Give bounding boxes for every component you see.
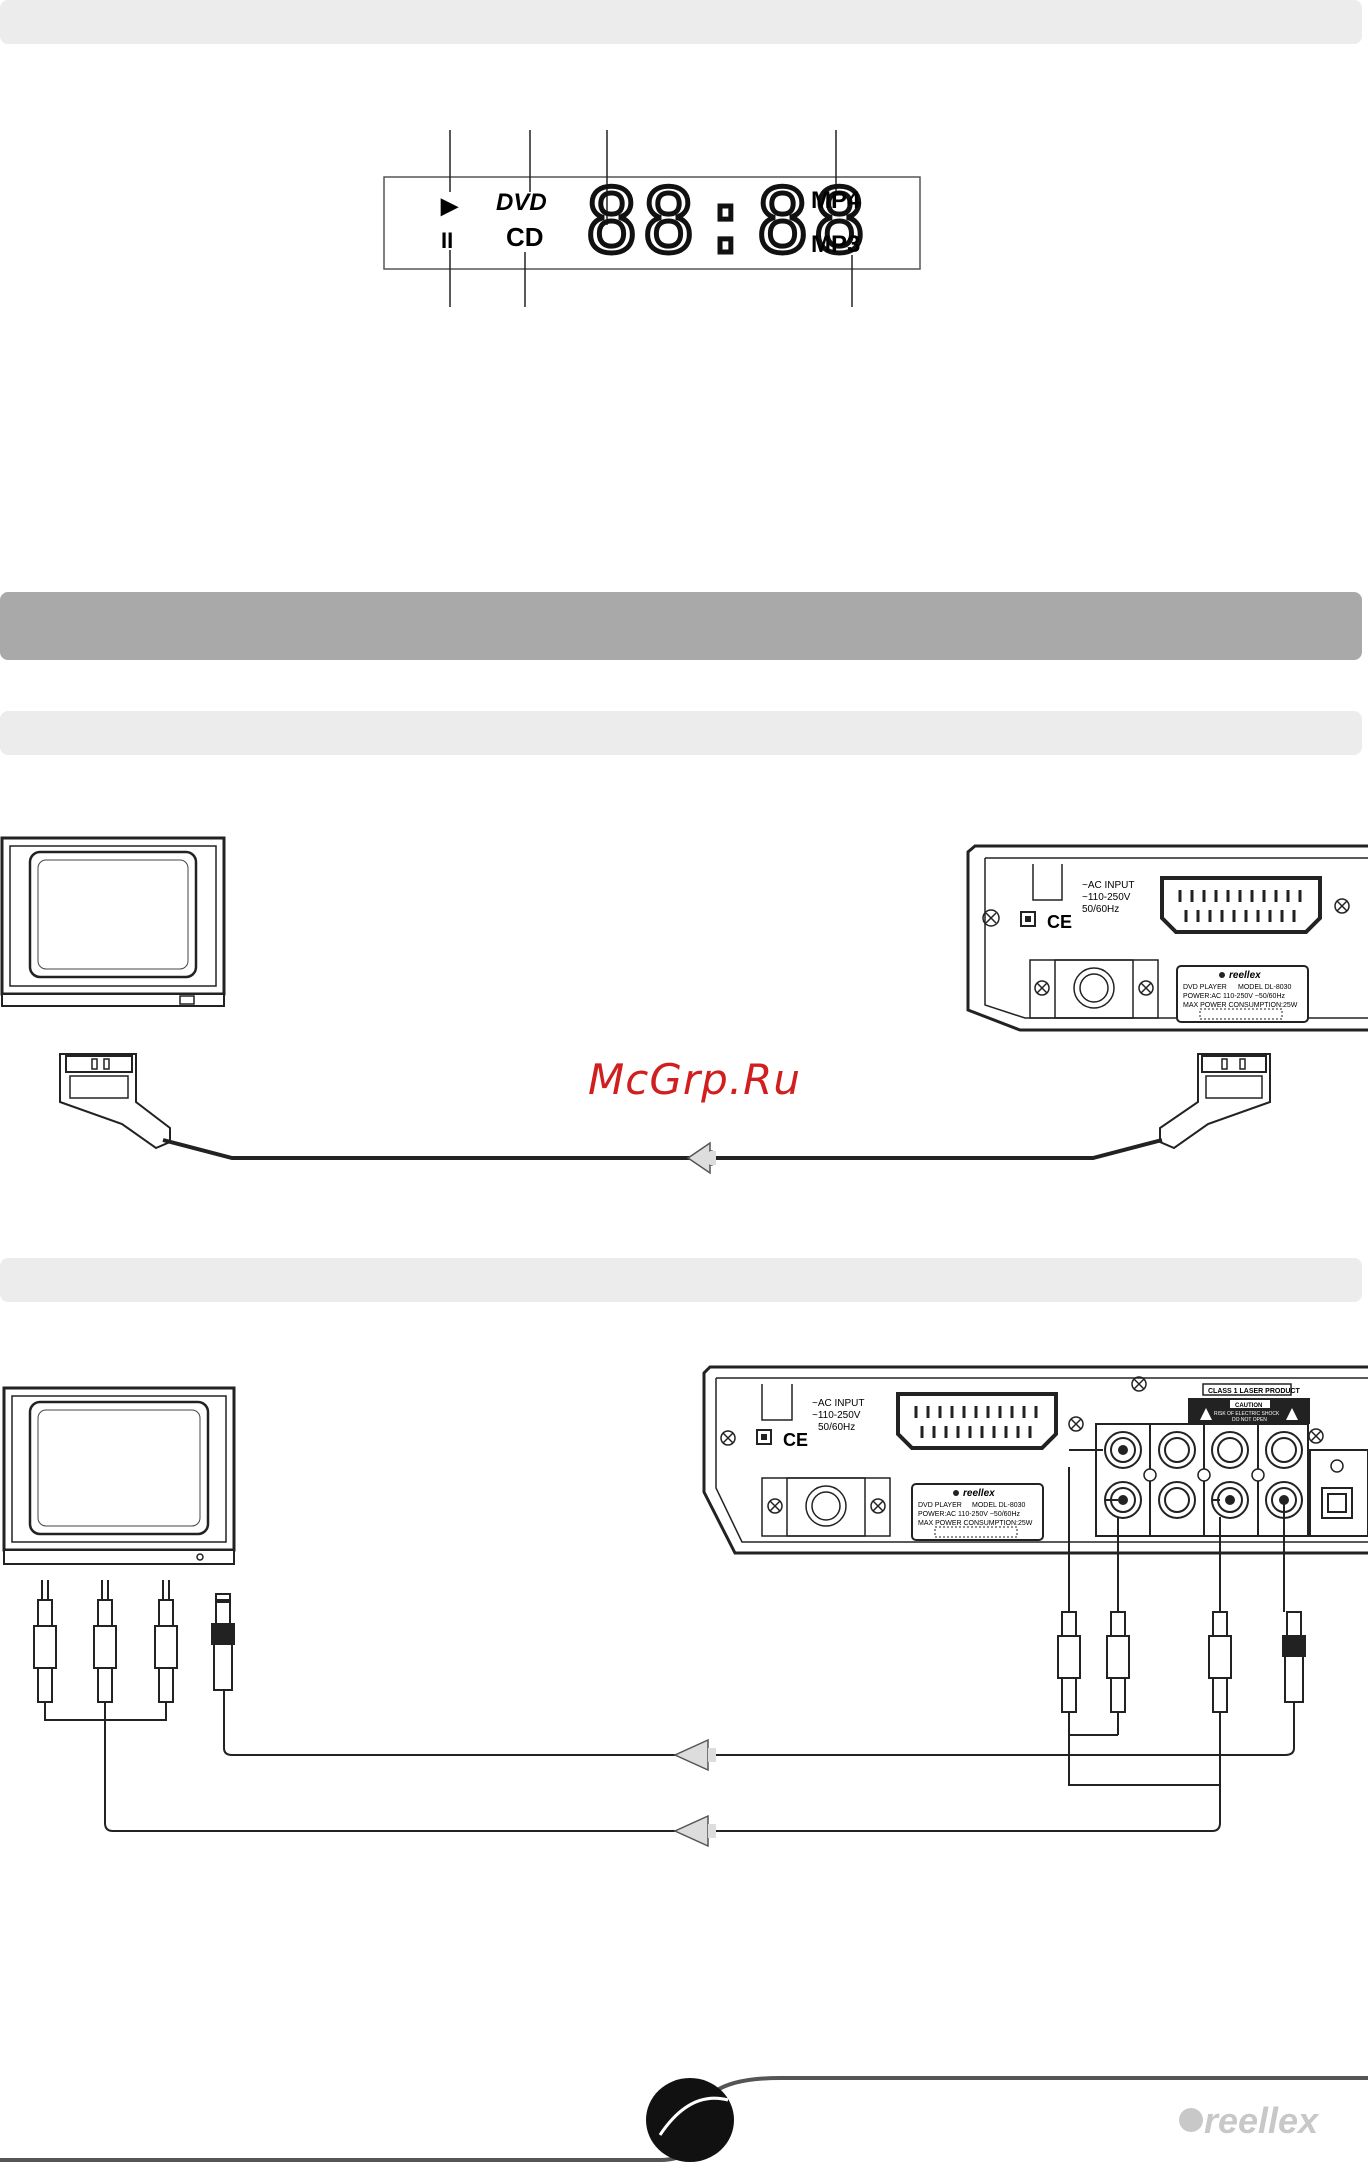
footer-brand-logo: reellex (1204, 2100, 1320, 2141)
signal-arrow-left-icon (673, 1738, 709, 1772)
player-side-plugs (1057, 1611, 1306, 1713)
watermark: McGrp.Ru (588, 1055, 801, 1104)
ac-input-label-2: ~AC INPUT (812, 1398, 865, 1409)
top-header-bar (0, 0, 1362, 44)
rating-label-model: MODEL DL-8030 (1238, 984, 1292, 991)
ac-input-label: ~AC INPUT (1082, 880, 1135, 891)
section-header-bar (0, 592, 1362, 660)
do-not-open-label: DO NOT OPEN (1232, 1417, 1267, 1423)
cd-indicator: CD (506, 222, 544, 252)
pause-icon: II (441, 228, 453, 253)
dvd-player-rear-panel-2: ~AC INPUT ~110-250V 50/60Hz CE (702, 1365, 1368, 1555)
mp3-indicator: MP3 (811, 231, 860, 258)
voltage-label: ~110-250V (1082, 892, 1131, 903)
caution-label: CAUTION (1235, 1403, 1262, 1409)
page-footer: reellex (0, 2076, 1368, 2162)
dvd-player-rear-panel-1: ~AC INPUT ~110-250V 50/60Hz CE (966, 844, 1368, 1032)
rating-label-max-power: MAX POWER CONSUMPTION:25W (1183, 1002, 1298, 1009)
voltage-label-2: ~110-250V (812, 1410, 861, 1421)
rating-label-brand: reellex (1229, 970, 1261, 981)
laser-product-label: CLASS 1 LASER PRODUCT (1208, 1388, 1301, 1395)
time-display: 88:88 (585, 170, 870, 273)
rating-label-brand-2: reellex (963, 1488, 995, 1499)
scart-cable (59, 1053, 1271, 1175)
rating-label-power: POWER:AC 110-250V ~50/60Hz (1183, 993, 1286, 1000)
warning-triangle-icon (1286, 1408, 1298, 1420)
play-icon: ▶ (440, 193, 459, 218)
ce-mark: CE (1047, 912, 1072, 932)
rating-label-product: DVD PLAYER (1183, 984, 1227, 991)
tv-illustration-2 (2, 1386, 236, 1565)
tv-illustration-1 (0, 836, 226, 1007)
ce-mark-2: CE (783, 1430, 808, 1450)
front-display-panel: ▶ II DVD CD 88:88 MP4 MP3 (383, 130, 921, 307)
signal-arrow-left-icon (673, 1814, 709, 1848)
dvd-logo: DVD (496, 189, 547, 216)
rating-label-power-2: POWER:AC 110-250V ~50/60Hz (918, 1511, 1021, 1518)
rating-label-max-power-2: MAX POWER CONSUMPTION:25W (918, 1520, 1033, 1527)
signal-arrow-left-icon (686, 1141, 713, 1175)
rating-label-model-2: MODEL DL-8030 (972, 1502, 1026, 1509)
caution-text: RISK OF ELECTRIC SHOCK (1214, 1411, 1280, 1417)
frequency-label: 50/60Hz (1082, 904, 1119, 915)
warning-triangle-icon (1200, 1408, 1212, 1420)
subsection-header-bar-1 (0, 711, 1362, 755)
subsection-header-bar-2 (0, 1258, 1362, 1302)
tv-side-plugs (33, 1599, 235, 1703)
mp4-indicator: MP4 (811, 187, 861, 214)
frequency-label-2: 50/60Hz (818, 1422, 855, 1433)
rating-label-product-2: DVD PLAYER (918, 1502, 962, 1509)
